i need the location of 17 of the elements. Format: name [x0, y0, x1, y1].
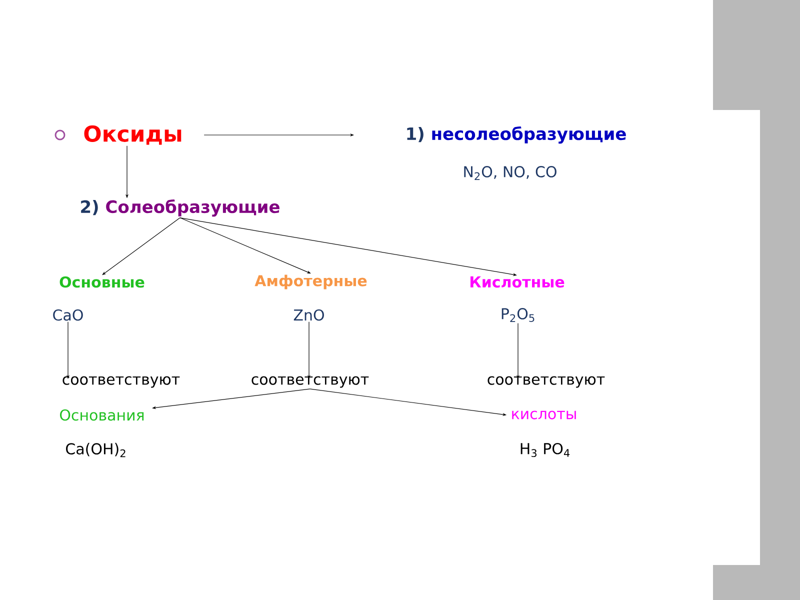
relation-text: соответствуют: [62, 376, 180, 388]
formula-text: ZnO: [294, 309, 324, 321]
heading-text: Оксиды: [84, 125, 182, 145]
class-label: Основные: [60, 276, 144, 288]
formula-text: Ca(OH)$_{2}$: [66, 442, 126, 458]
category-label: 1) несолеобразующие: [407, 126, 626, 144]
formula-text: H$_{3}$ PO$_{4}$: [520, 442, 570, 458]
relation-text: соответствуют: [252, 376, 369, 388]
formula-text: N$_{2}$O, NO, CO: [464, 166, 556, 180]
class-label: кислоты: [512, 410, 576, 420]
category-label: 2) Солеобразующие: [81, 199, 280, 217]
relation-text: соответствуют: [488, 376, 605, 388]
class-label: Амфотерные: [254, 274, 367, 290]
formula-text: P$_{2}$O$_{5}$: [502, 308, 534, 322]
formula-text: CaO: [53, 309, 83, 321]
class-label: Кислотные: [470, 276, 564, 288]
class-label: Основания: [60, 409, 144, 421]
